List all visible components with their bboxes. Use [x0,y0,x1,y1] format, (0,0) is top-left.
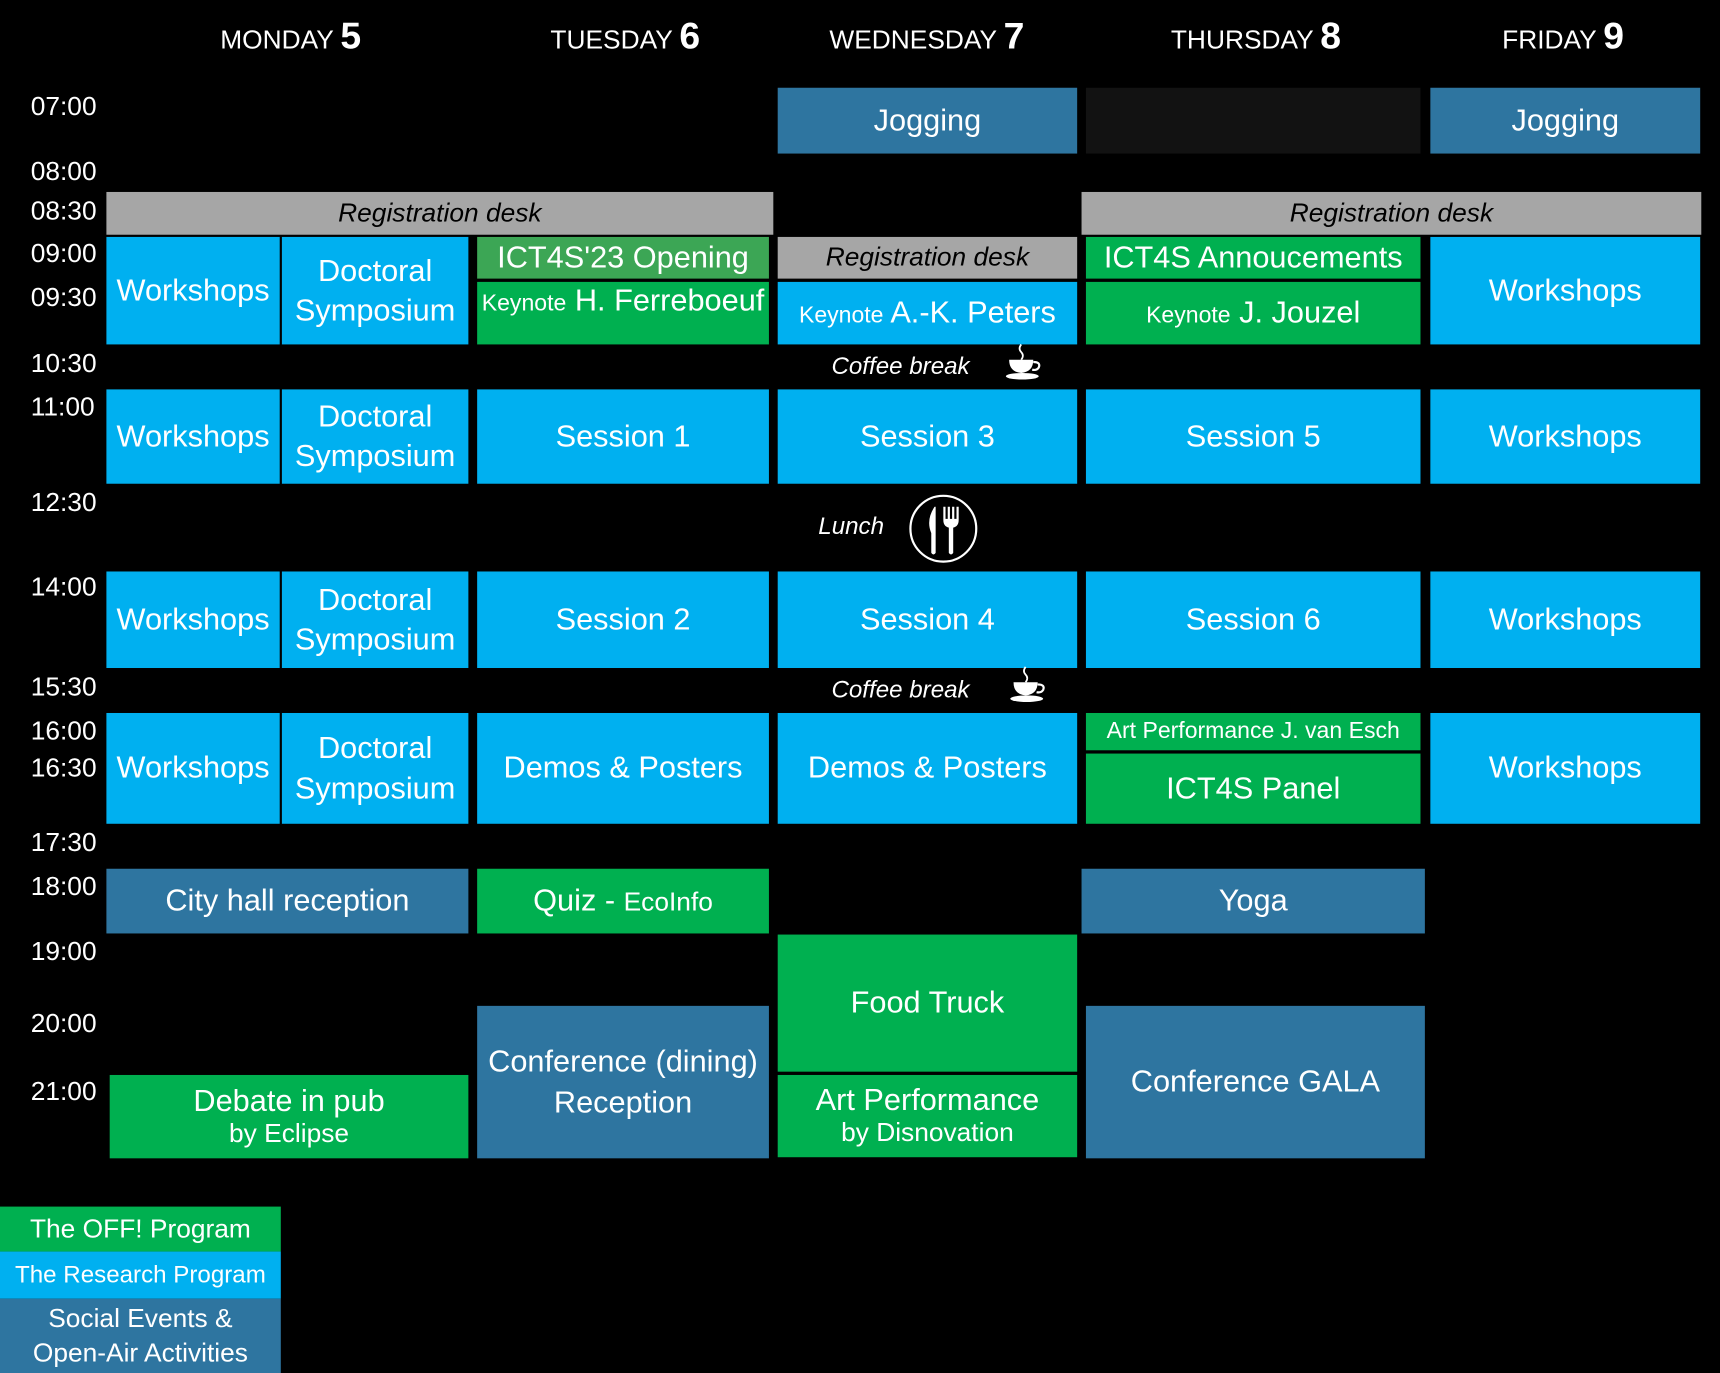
event-session-3[interactable]: Session 3 [777,389,1078,484]
event-jogging-wed[interactable]: Jogging [777,87,1078,154]
event-city-hall-reception[interactable]: City hall reception [106,868,469,934]
empty-slot-thu [1085,87,1421,154]
coffee-break-morning: Coffee break [831,352,970,380]
event-workshops-fri-morning[interactable]: Workshops [1430,236,1701,345]
day-number: 7 [1003,15,1025,58]
event-workshops-mon-afternoon[interactable]: Workshops [106,571,280,669]
time-label: 08:00 [30,156,97,187]
day-name: MONDAY [220,25,334,55]
time-label: 10:30 [30,348,97,379]
event-panel-thu[interactable]: ICT4S Panel [1085,753,1421,824]
event-art-performance-wed[interactable]: Art Performance by Disnovation [777,1074,1078,1158]
coffee-cup-icon [1010,666,1045,703]
event-workshops-mon-morning[interactable]: Workshops [106,236,280,345]
event-workshops-fri-afternoon[interactable]: Workshops [1430,571,1701,669]
event-workshops-mon-evening[interactable]: Workshops [106,712,280,824]
event-session-5[interactable]: Session 5 [1085,389,1421,484]
event-demos-wed[interactable]: Demos & Posters [777,712,1078,824]
event-registration-mon-tue[interactable]: Registration desk [106,191,774,235]
day-number: 8 [1320,15,1342,58]
keynote-label: Keynote [1146,303,1231,329]
debate-by: by Eclipse [229,1118,350,1149]
event-keynote-tue[interactable]: Keynote H. Ferreboeuf [477,281,769,345]
event-doctoral-mon-afternoon[interactable]: Doctoral Symposium [281,571,469,669]
quiz-label: Quiz - [533,883,616,918]
keynote-label: Keynote [481,290,567,316]
event-conference-dining-reception[interactable]: Conference (dining) Reception [477,1005,769,1159]
event-session-2[interactable]: Session 2 [477,571,769,669]
day-number: 5 [340,15,362,58]
keynote-speaker: J. Jouzel [1239,295,1361,330]
time-label: 17:30 [30,828,97,858]
time-label: 11:00 [30,392,95,423]
day-number: 6 [679,15,701,58]
keynote-label: Keynote [798,303,884,329]
event-keynote-wed[interactable]: Keynote A.-K. Peters [777,281,1078,345]
time-label: 09:30 [30,283,97,313]
event-conference-gala[interactable]: Conference GALA [1085,1005,1425,1159]
quiz-organizer: EcoInfo [623,887,713,918]
event-session-4[interactable]: Session 4 [777,571,1078,669]
event-annoucements-thu[interactable]: ICT4S Annoucements [1085,236,1421,279]
event-doctoral-mon-morning[interactable]: Doctoral Symposium [281,236,469,345]
time-label: 21:00 [30,1077,97,1107]
event-keynote-thu[interactable]: Keynote J. Jouzel [1085,281,1421,345]
day-name: TUESDAY [550,25,673,55]
event-registration-thu-fri[interactable]: Registration desk [1081,191,1702,235]
art-performance-by: by Disnovation [841,1117,1014,1148]
event-doctoral-mon-late[interactable]: Doctoral Symposium [281,389,469,484]
time-label: 12:30 [30,488,97,518]
event-workshops-fri-late[interactable]: Workshops [1430,389,1701,484]
event-session-1[interactable]: Session 1 [477,389,769,484]
day-number: 9 [1603,15,1625,58]
keynote-speaker: A.-K. Peters [890,295,1056,330]
event-opening-tue[interactable]: ICT4S'23 Opening [477,236,769,279]
keynote-speaker: H. Ferreboeuf [574,283,765,318]
time-label: 20:00 [30,1009,97,1039]
coffee-cup-icon [1005,343,1041,380]
event-yoga[interactable]: Yoga [1081,868,1425,934]
debate-title: Debate in pub [193,1083,385,1118]
lunch-break: Lunch [818,512,885,540]
time-label: 08:30 [30,196,97,226]
time-label: 18:00 [30,872,97,902]
event-jogging-fri[interactable]: Jogging [1430,87,1701,154]
time-label: 15:30 [30,672,97,703]
event-session-6[interactable]: Session 6 [1085,571,1421,669]
legend-research-program: The Research Program [0,1251,281,1299]
event-doctoral-mon-evening[interactable]: Doctoral Symposium [281,712,469,824]
event-registration-wed[interactable]: Registration desk [777,236,1078,279]
event-quiz[interactable]: Quiz - EcoInfo [477,868,769,934]
time-label: 14:00 [30,572,97,603]
legend-social-events: Social Events & Open-Air Activities [0,1298,281,1373]
time-label: 19:00 [30,936,97,967]
event-demos-tue[interactable]: Demos & Posters [477,712,769,824]
time-label: 16:00 [30,716,97,746]
time-label: 16:30 [30,753,97,784]
legend-off-program: The OFF! Program [0,1206,281,1252]
day-name: FRIDAY [1502,25,1597,55]
coffee-break-afternoon: Coffee break [831,675,970,704]
day-name: WEDNESDAY [829,25,998,55]
event-art-performance-thu[interactable]: Art Performance J. van Esch [1085,712,1421,751]
art-performance-title: Art Performance [815,1082,1040,1117]
fork-knife-icon [909,494,978,563]
day-name: THURSDAY [1170,25,1314,55]
event-workshops-fri-evening[interactable]: Workshops [1430,712,1701,824]
event-food-truck[interactable]: Food Truck [777,934,1078,1072]
event-debate-in-pub[interactable]: Debate in pub by Eclipse [109,1074,469,1159]
time-label: 07:00 [30,92,97,122]
event-workshops-mon-late[interactable]: Workshops [106,389,280,484]
time-label: 09:00 [30,239,97,269]
